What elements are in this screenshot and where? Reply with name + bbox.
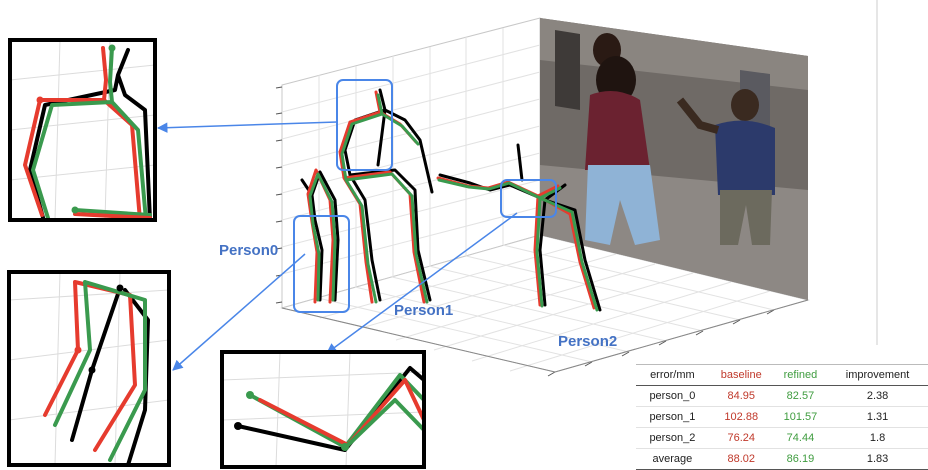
zoom-inset-legs — [7, 270, 171, 467]
callout-box-person2 — [500, 179, 557, 218]
row-refined: 86.19 — [773, 448, 828, 470]
label-person2: Person2 — [558, 333, 618, 350]
row-name: person_1 — [636, 406, 709, 428]
row-refined: 74.44 — [773, 427, 828, 449]
table-row: person_0 84.95 82.57 2.38 — [636, 385, 928, 407]
table-row: average 88.02 86.19 1.83 — [636, 448, 928, 470]
callout-box-person1 — [336, 79, 393, 171]
row-name: average — [636, 448, 709, 470]
row-improvement: 1.83 — [827, 448, 928, 470]
row-name: person_2 — [636, 427, 709, 449]
row-refined: 82.57 — [773, 385, 828, 407]
row-improvement: 2.38 — [827, 385, 928, 407]
row-name: person_0 — [636, 385, 709, 407]
zoom-inset-head — [8, 38, 157, 222]
row-baseline: 84.95 — [708, 385, 774, 407]
label-person0: Person0 — [219, 242, 279, 259]
header-refined: refined — [773, 364, 828, 386]
zoom-inset-arm — [220, 350, 426, 469]
label-person1: Person1 — [394, 302, 454, 319]
header-error: error/mm — [636, 364, 709, 386]
header-improvement: improvement — [827, 364, 928, 386]
table-row: person_1 102.88 101.57 1.31 — [636, 406, 928, 428]
row-baseline: 88.02 — [708, 448, 774, 470]
error-table: error/mm baseline refined improvement pe… — [636, 364, 928, 470]
row-refined: 101.57 — [773, 406, 828, 428]
row-baseline: 76.24 — [708, 427, 774, 449]
callout-arrows — [156, 121, 518, 371]
table-header-row: error/mm baseline refined improvement — [636, 364, 928, 386]
row-improvement: 1.31 — [827, 406, 928, 428]
skeleton-person1 — [338, 88, 434, 304]
header-baseline: baseline — [708, 364, 774, 386]
photo-panel — [540, 18, 808, 300]
table-row: person_2 76.24 74.44 1.8 — [636, 427, 928, 449]
row-baseline: 102.88 — [708, 406, 774, 428]
skeleton-person0 — [300, 168, 340, 304]
row-improvement: 1.8 — [827, 427, 928, 449]
